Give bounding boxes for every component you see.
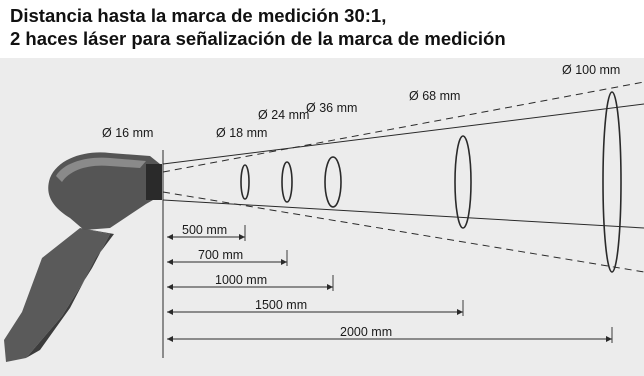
device-lens (146, 164, 162, 200)
distance-label: 500 mm (182, 223, 227, 237)
cone-upper-line (162, 103, 644, 165)
measurement-diagram: 500 mm 700 mm 1000 mm 1500 mm 2000 mm Ø 16 m… (4, 63, 644, 362)
diagram-panel: 500 mm 700 mm 1000 mm 1500 mm 2000 mm Ø 16 m… (0, 58, 644, 376)
spot-diameter-label: Ø 18 mm (216, 126, 267, 140)
spot-diameter-label: Ø 68 mm (409, 89, 460, 103)
dimension-arrow-left (167, 309, 173, 315)
spot-ellipse-24mm (281, 161, 293, 203)
title-block: Distancia hasta la marca de medición 30:… (0, 0, 644, 58)
spot-ellipse-100mm (602, 91, 622, 273)
laser-beam-upper (162, 81, 644, 173)
dimension-arrow-left (167, 336, 173, 342)
dimension-arrow-left (167, 234, 173, 240)
dimension-arrow-right (281, 259, 287, 265)
device-handle (4, 228, 110, 362)
title-line-2: 2 haces láser para señalización de la ma… (10, 28, 506, 49)
distance-label: 700 mm (198, 248, 243, 262)
dimension-arrow-right (457, 309, 463, 315)
distance-label: 2000 mm (340, 325, 392, 339)
spot-diameter-label: Ø 36 mm (306, 101, 357, 115)
dimension-arrow-right (606, 336, 612, 342)
title-line-1: Distancia hasta la marca de medición 30:… (10, 5, 387, 26)
distance-dimensions: 500 mm 700 mm 1000 mm 1500 mm 2000 mm (167, 223, 613, 343)
dimension-arrow-left (167, 259, 173, 265)
device-body (48, 152, 160, 230)
spot-diameter-label: Ø 24 mm (258, 108, 309, 122)
diameter-labels: Ø 16 mm Ø 18 mm Ø 24 mmØ 36 mm Ø 68 mm Ø 10… (102, 63, 620, 140)
distance-label: 1000 mm (215, 273, 267, 287)
distance-label: 1500 mm (255, 298, 307, 312)
spot-diameter-label: Ø 100 mm (562, 63, 620, 77)
spot-ellipse-68mm (454, 135, 472, 229)
spot-ellipse-36mm (324, 156, 342, 208)
dimension-arrow-right (239, 234, 245, 240)
device-highlight (56, 157, 146, 182)
field-of-view-lines (162, 81, 644, 273)
dimension-arrow-left (167, 284, 173, 290)
dimension-arrow-right (327, 284, 333, 290)
laser-beam-lower (162, 191, 644, 273)
infrared-thermometer-icon (4, 150, 164, 362)
cone-lower-line (162, 199, 644, 229)
spot-ellipse-18mm (240, 164, 250, 200)
spot-ellipses (240, 91, 622, 273)
source-diameter-label: Ø 16 mm (102, 126, 153, 140)
